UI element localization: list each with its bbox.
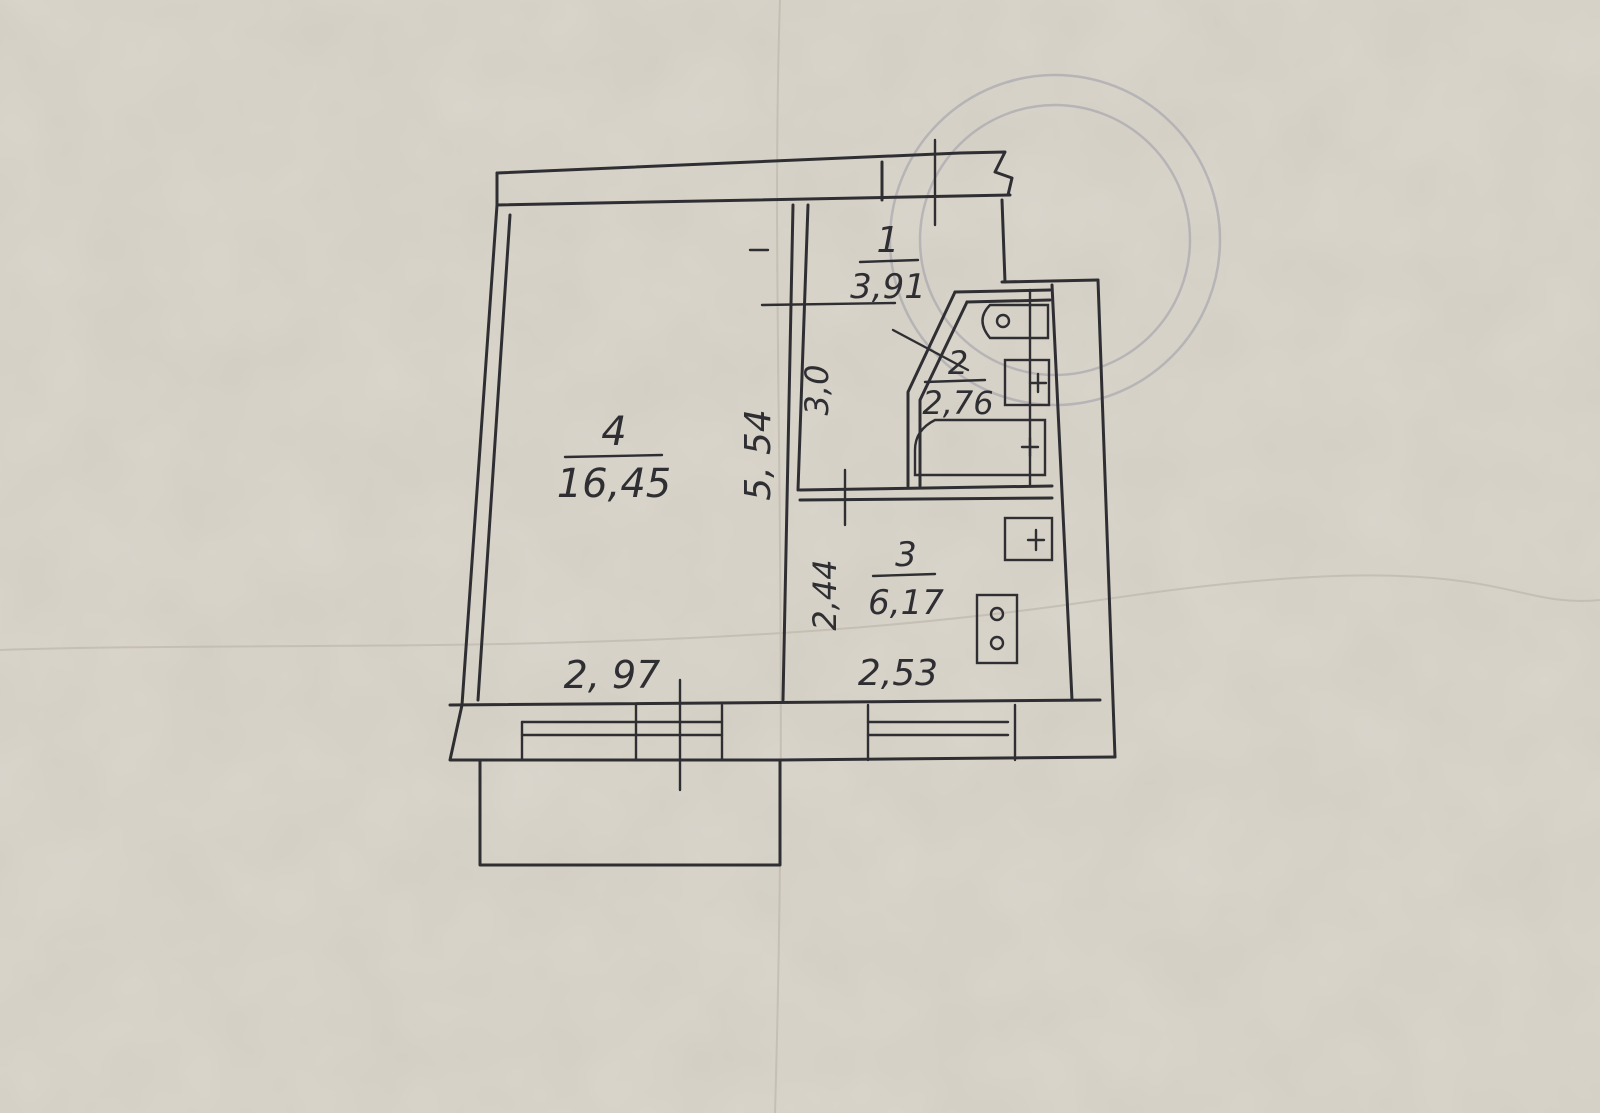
dimension-room3-width: 2,53 (858, 653, 938, 694)
room-area: 16,45 (557, 461, 672, 507)
outer-walls (448, 138, 1117, 867)
kitchen-fixtures (975, 516, 1054, 665)
dimension-room1-length: 3,0 (798, 365, 836, 416)
room-number: 1 (877, 220, 900, 261)
room-label-3: 3 6,17 (868, 535, 944, 623)
room-area: 2,76 (922, 384, 993, 422)
interior-walls (781, 203, 1054, 702)
room-area: 6,17 (868, 583, 944, 623)
room-label-2: 2 2,76 (922, 344, 993, 422)
dimension-room3-length: 2,44 (806, 559, 844, 630)
window-left (520, 678, 724, 792)
window-right (866, 703, 1017, 762)
room-number: 4 (601, 409, 626, 455)
dimension-room4-length: 5, 54 (738, 409, 779, 501)
room-number: 3 (895, 535, 917, 575)
dimension-marks (748, 248, 970, 372)
room-label-4: 4 16,45 (557, 409, 672, 507)
room-area: 3,91 (850, 267, 926, 307)
room-label-1: 1 3,91 (850, 220, 926, 307)
dimension-room4-width: 2, 97 (564, 653, 661, 697)
room-number: 2 (948, 344, 968, 382)
bathroom-fixtures (913, 288, 1051, 487)
